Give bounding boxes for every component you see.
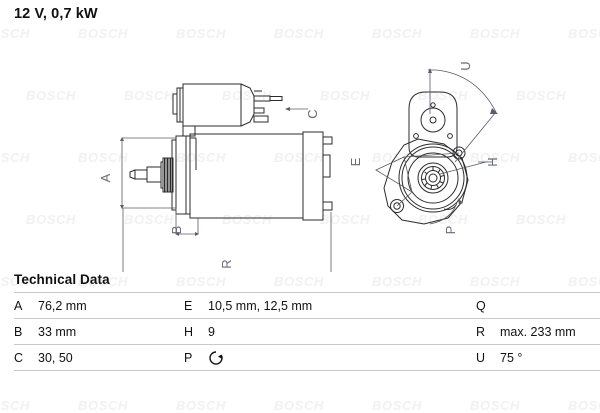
pinion-gear-front [421, 166, 445, 190]
table-row: C 30, 50 P U 75 ° [14, 344, 600, 371]
row-value-q [500, 292, 600, 319]
row-value-b: 33 mm [38, 318, 178, 345]
watermark-text: BOSCH [274, 398, 324, 413]
row-value-c: 30, 50 [38, 344, 178, 371]
row-key-e: E [184, 292, 208, 319]
dim-label-U: U [458, 61, 473, 70]
dim-label-E: E [348, 157, 363, 166]
row-key-b: B [14, 318, 38, 345]
row-key-a: A [14, 292, 38, 319]
cell-spacer [178, 344, 184, 371]
table-row: B 33 mm H 9 R max. 233 mm [14, 318, 600, 345]
table-row: A 76,2 mm E 10,5 mm, 12,5 mm Q [14, 292, 600, 319]
row-key-q: Q [476, 292, 500, 319]
dim-label-C: C [305, 109, 320, 118]
row-key-r: R [476, 318, 500, 345]
technical-data-heading: Technical Data [14, 272, 110, 287]
row-value-p [208, 344, 470, 371]
watermark-text: BOSCH [0, 398, 30, 413]
page-title: 12 V, 0,7 kW [14, 6, 98, 22]
row-key-h: H [184, 318, 208, 345]
dim-label-P: P [443, 226, 458, 235]
pinion-gear-side [160, 157, 174, 193]
technical-drawing-area: A B R C [0, 22, 600, 272]
clockwise-rotation-icon [208, 350, 224, 366]
dim-label-H: H [485, 157, 500, 166]
dim-label-R: R [219, 259, 234, 268]
watermark-text: BOSCH [176, 398, 226, 413]
watermark-text: BOSCH [470, 398, 520, 413]
technical-data-table: A 76,2 mm E 10,5 mm, 12,5 mm Q B 33 mm H… [14, 292, 600, 371]
technical-data-section: Technical Data A 76,2 mm E 10,5 mm, 12,5… [0, 272, 600, 371]
row-value-h: 9 [208, 318, 470, 345]
row-value-r: max. 233 mm [500, 318, 600, 345]
row-key-p: P [184, 344, 208, 371]
watermark-text: BOSCH [78, 398, 128, 413]
row-key-u: U [476, 344, 500, 371]
side-view-group [129, 83, 333, 221]
dim-label-A: A [98, 173, 113, 182]
row-value-u: 75 ° [500, 344, 600, 371]
row-key-c: C [14, 344, 38, 371]
row-value-a: 76,2 mm [38, 292, 178, 319]
watermark-text: BOSCH [372, 398, 422, 413]
cell-spacer [470, 344, 476, 371]
dim-label-B: B [169, 226, 184, 235]
watermark-text: BOSCH [568, 398, 600, 413]
front-view-group [383, 91, 469, 225]
row-value-e: 10,5 mm, 12,5 mm [208, 292, 470, 319]
